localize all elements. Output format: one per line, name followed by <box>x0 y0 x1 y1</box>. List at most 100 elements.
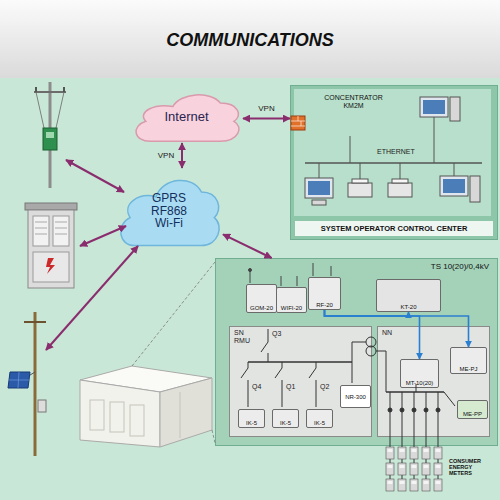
energy-meter <box>398 463 406 475</box>
control-center-equipment <box>443 179 465 193</box>
meter-display <box>388 481 393 484</box>
control-center-equipment <box>305 178 333 198</box>
switch-label: Q2 <box>320 383 329 391</box>
node-label: IK-5 <box>246 420 257 426</box>
building <box>212 430 215 443</box>
switchgear-wiring <box>309 368 316 378</box>
meter-display <box>436 465 441 468</box>
control-center-equipment <box>350 136 351 163</box>
connector <box>223 234 272 258</box>
energy-meter <box>422 463 430 475</box>
control-center-equipment <box>434 117 435 163</box>
switchgear-wiring <box>400 408 404 412</box>
control-center-equipment <box>291 121 305 122</box>
energy-meter <box>434 447 442 459</box>
switchgear-wiring <box>248 362 249 368</box>
control-center-equipment <box>301 121 302 126</box>
relay-device: NR-300 <box>340 385 371 408</box>
meter-display <box>400 449 405 452</box>
switchgear-wiring <box>366 337 376 347</box>
switchgear-wiring <box>316 362 317 368</box>
control-center-equipment <box>420 97 448 117</box>
meter-display <box>412 481 417 484</box>
node-label: SN <box>234 329 244 337</box>
wooden-pole-with-solar-panel <box>8 372 30 388</box>
control-center-equipment <box>312 200 326 205</box>
meter-board: ME-PP <box>457 400 488 419</box>
energy-meter <box>398 447 406 459</box>
switchgear-wiring <box>386 391 444 393</box>
switchgear-wiring <box>402 392 403 491</box>
connector <box>243 118 290 120</box>
meter-display <box>388 465 393 468</box>
connector <box>181 143 183 168</box>
node-label: NR-300 <box>345 394 366 400</box>
kiosk-substation <box>25 203 77 210</box>
kiosk-substation <box>55 234 67 235</box>
switchgear-wiring <box>241 329 455 491</box>
diagram-title: COMMUNICATIONS <box>0 30 500 51</box>
switchgear-wiring <box>282 362 283 368</box>
control-center-equipment <box>360 163 361 183</box>
network-cloud: GPRS RF868 Wi-Fi <box>115 168 223 248</box>
node-label: KT-20 <box>400 304 416 310</box>
antenna <box>331 266 332 276</box>
energy-meter <box>422 447 430 459</box>
cloud-outline <box>121 180 219 245</box>
meter-display <box>400 481 405 484</box>
control-center-equipment <box>291 116 305 130</box>
wooden-pole-with-solar-panel <box>22 372 35 380</box>
indicator-device: IK-5 <box>306 409 333 428</box>
indicator-device: IK-5 <box>272 409 299 428</box>
control-center-equipment <box>308 181 330 195</box>
pole-with-box <box>63 87 65 92</box>
node-label: CONCENTRATOR KM2M <box>323 94 385 109</box>
switchgear-wiring <box>282 380 283 407</box>
control-center-equipment <box>319 163 320 178</box>
wooden-pole-with-solar-panel <box>18 372 19 388</box>
edge-label: VPN <box>256 104 276 113</box>
connector <box>325 310 469 347</box>
kiosk-substation <box>53 216 69 246</box>
kiosk-substation <box>28 210 74 288</box>
connector <box>325 310 420 359</box>
switchgear-wiring <box>275 368 282 378</box>
energy-meter <box>422 479 430 491</box>
switchgear-wiring <box>268 329 269 342</box>
switchgear-wiring <box>268 353 269 362</box>
switchgear-wiring <box>248 361 352 363</box>
switch-label: Q1 <box>286 383 295 391</box>
node-label: GOM-20 <box>250 305 273 311</box>
low-voltage-box: NNMT-10(20)ME-PJME-PP <box>377 326 490 437</box>
energy-meter <box>410 447 418 459</box>
node-label: IK-5 <box>314 420 325 426</box>
control-center-equipment <box>291 89 491 216</box>
pole-with-box <box>49 82 52 188</box>
control-center-equipment <box>298 116 299 121</box>
pole-with-box <box>36 92 44 128</box>
control-center-equipment <box>305 162 482 164</box>
wooden-pole-with-solar-panel <box>9 380 29 381</box>
energy-meter <box>386 447 442 491</box>
pole-with-box <box>34 91 66 93</box>
control-center-equipment <box>294 89 491 216</box>
node-label: ME-PP <box>463 411 482 417</box>
meter-display <box>412 449 417 452</box>
kiosk-substation <box>35 234 47 235</box>
wireless-link-arrows <box>46 246 138 350</box>
meter-display <box>424 481 429 484</box>
switchgear-wiring <box>424 408 428 412</box>
switch-label: Q4 <box>252 383 261 391</box>
switchgear-wiring <box>390 392 391 491</box>
kiosk-substation <box>55 222 67 223</box>
kiosk-substation <box>33 252 69 282</box>
energy-meter <box>410 463 418 475</box>
switchgear-wiring <box>241 368 248 378</box>
wooden-pole-with-solar-panel <box>8 312 46 456</box>
switchgear-wiring <box>438 392 439 491</box>
control-center-box: SYSTEM OPERATOR CONTROL CENTERCONCENTRAT… <box>290 85 498 240</box>
kiosk-substation <box>55 228 67 229</box>
control-center-equipment <box>392 179 408 183</box>
switchgear-wiring <box>388 408 392 412</box>
